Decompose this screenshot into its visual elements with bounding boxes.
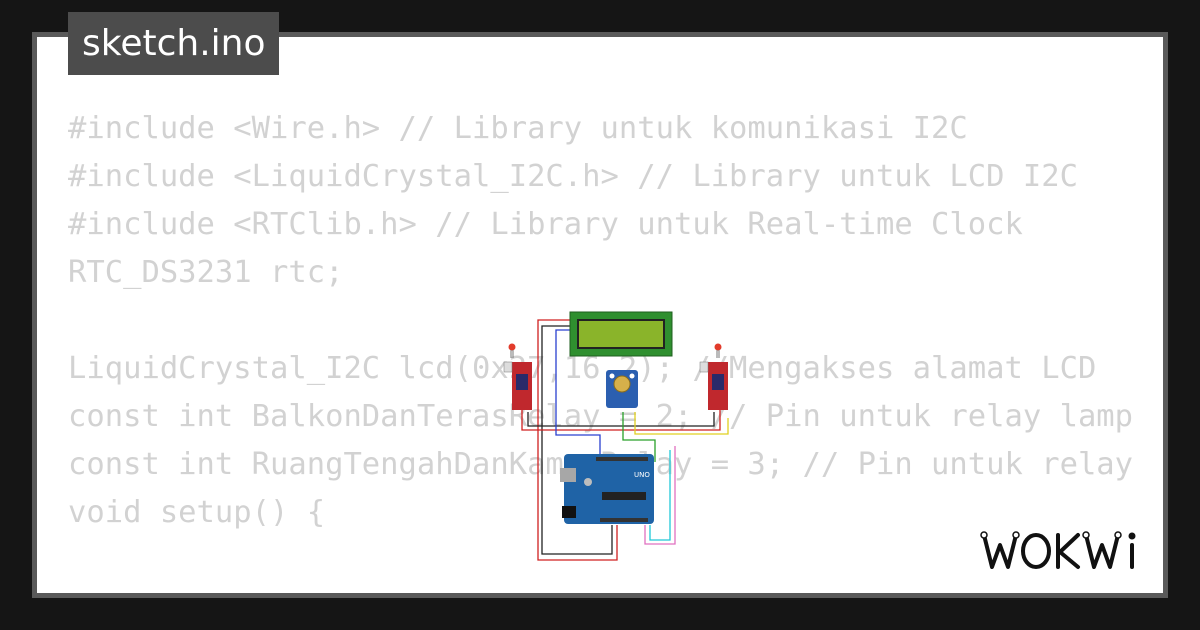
wire-cyan [649,450,671,541]
arduino-uno-icon: UNO [560,454,654,524]
code-line: RTC_DS3231 rtc; [68,255,344,290]
wokwi-logo [980,531,1136,569]
wire-blue [555,329,601,460]
circuit-diagram: UNO [503,311,729,561]
wires [521,319,729,561]
code-line: #include <Wire.h> // Library untuk komun… [68,111,968,146]
relay-module-icon [503,361,532,410]
wire-pink [644,446,676,545]
wire-red [521,410,721,431]
code-line: const int RuangTengahDanKamarRelay = 3; … [68,447,1133,482]
wire-yellow [634,412,729,435]
file-tab[interactable]: sketch.ino [68,12,280,75]
code-listing: #include <Wire.h> // Library untuk komun… [68,105,1133,593]
relay-module-icon [699,361,728,410]
code-line: lcd.init(); // Reset LCD [68,585,1133,593]
rtc-module-icon [606,370,638,408]
code-line: #include <RTClib.h> // Library untuk Rea… [68,207,1023,242]
wire-green [622,412,656,462]
led-icon [714,343,722,358]
lcd-16x2-icon [569,311,673,357]
wire-black [541,325,613,555]
wire-black [527,412,715,427]
code-line: #include <LiquidCrystal_I2C.h> // Librar… [68,159,1078,194]
wire-red [537,319,618,561]
code-line: void setup() { [68,495,326,530]
code-line: LiquidCrystal_I2C lcd(0x27,16,2); //Meng… [68,351,1097,386]
board-label: UNO [634,471,650,479]
led-icon [508,343,516,358]
